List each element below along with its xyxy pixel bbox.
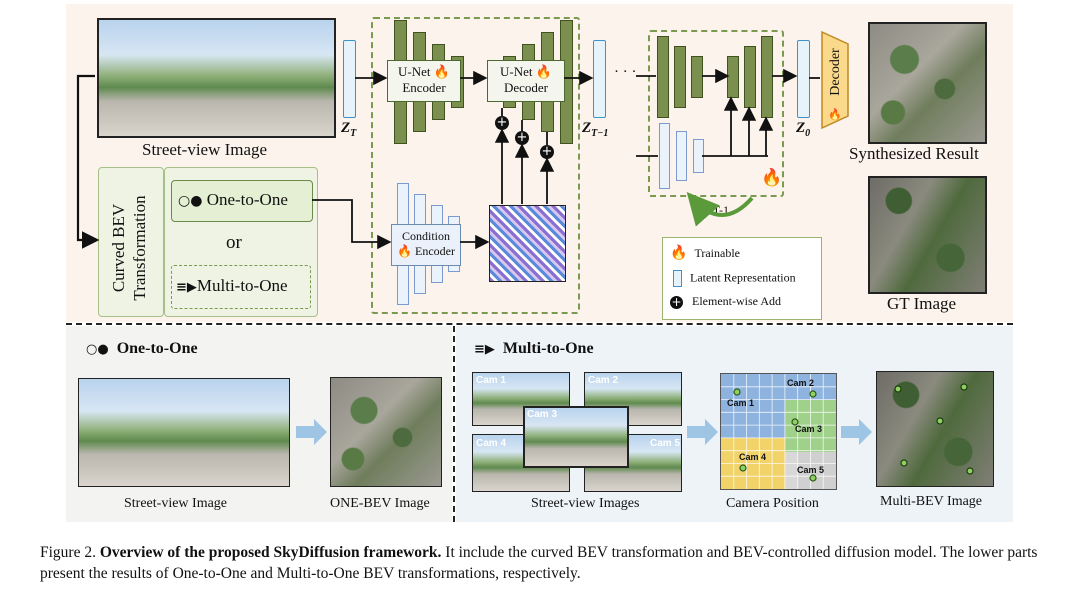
latent-zt <box>343 40 356 118</box>
unet-bar <box>691 56 703 98</box>
latent-icon <box>673 270 682 287</box>
add-icon: + <box>515 130 529 145</box>
multi-to-one-icon: ≡▶ <box>474 342 495 357</box>
condition-encoder-box: Condition 🔥 Encoder <box>391 224 461 266</box>
cam-image <box>523 406 629 468</box>
grid-cam-label: Cam 4 <box>739 452 767 462</box>
one-to-one-icon: ○● <box>86 342 109 357</box>
arrow-right-icon <box>841 419 872 445</box>
grid-cam-label: Cam 1 <box>727 398 755 408</box>
vae-decoder: Decoder 🔥 <box>820 30 850 130</box>
unet-bar <box>674 46 686 108</box>
one-bev-label: ONE-BEV Image <box>330 496 430 511</box>
divider-vertical <box>453 326 455 522</box>
latent-zt1-label: ZT−1 <box>582 120 609 139</box>
one-to-one-street-view <box>78 378 290 487</box>
multi-to-one-icon: ≡▶ <box>176 280 197 295</box>
street-view-label: Street-view Image <box>142 140 268 159</box>
flame-icon: 🔥 <box>761 168 783 187</box>
street-view-image <box>97 18 336 138</box>
cond-bar <box>676 131 687 181</box>
latent-zt-label: ZT <box>341 120 357 139</box>
one-to-one-icon: ○● <box>178 193 203 209</box>
cam-label: Cam 5 <box>650 438 681 449</box>
unet-encoder-box: U-Net 🔥 Encoder <box>387 60 461 102</box>
flame-icon: 🔥 <box>433 64 450 79</box>
divider-horizontal <box>66 323 1013 325</box>
street-view-images-label: Street-view Images <box>531 496 640 511</box>
flame-icon: 🔥 <box>397 244 412 258</box>
gt-image <box>868 176 987 294</box>
legend-add: + Element-wise Add <box>670 294 781 309</box>
curved-bev-box <box>98 167 164 317</box>
unet-dashed-box <box>371 17 580 314</box>
gt-label: GT Image <box>887 294 957 313</box>
or-label: or <box>226 232 242 253</box>
multi-to-one-option-label: ≡▶Multi-to-One <box>176 276 288 295</box>
ellipsis: · · · <box>614 64 637 80</box>
synthesized-image <box>868 22 987 144</box>
grid-cam-label: Cam 3 <box>795 424 823 434</box>
one-to-one-option-label: ○● One-to-One <box>178 190 288 209</box>
unet-bar <box>657 36 669 118</box>
cam-label: Cam 2 <box>588 375 619 386</box>
multi-bev-markers <box>894 383 974 475</box>
camera-position-grid: Cam 1 Cam 2 Cam 3 Cam 4 Cam 5 <box>720 373 837 490</box>
synthesized-label: Synthesized Result <box>849 144 979 163</box>
one-to-one-option <box>171 180 313 222</box>
add-icon: + <box>670 294 683 309</box>
unet-decoder-box: U-Net 🔥 Decoder <box>487 60 565 102</box>
multi-to-one-option <box>171 265 311 309</box>
cam-label: Cam 1 <box>476 375 507 386</box>
cond-bar <box>659 123 670 189</box>
legend-latent: Latent Representation <box>670 270 796 287</box>
multi-bev-label: Multi-BEV Image <box>880 494 983 509</box>
cam-label: Cam 4 <box>476 438 507 449</box>
camera-position-label: Camera Position <box>726 496 819 511</box>
cam-label: Cam 3 <box>527 409 558 420</box>
flame-icon: 🔥 <box>535 64 552 79</box>
multi-to-one-title: ≡▶ Multi-to-One <box>474 340 594 357</box>
one-bev-image <box>330 377 442 487</box>
arrow-right-icon <box>687 419 718 445</box>
latent-z0-label: Z0 <box>796 120 811 139</box>
legend <box>662 237 822 320</box>
flame-icon: 🔥 <box>670 246 688 261</box>
arrow-right-icon <box>296 419 327 445</box>
legend-trainable: 🔥 Trainable <box>670 246 740 261</box>
one-to-one-street-label: Street-view Image <box>124 496 228 511</box>
one-to-one-title: ○● One-to-One <box>86 340 198 357</box>
grid-cam-label: Cam 2 <box>787 378 815 388</box>
add-icon: + <box>540 144 554 159</box>
add-icon: + <box>495 115 509 130</box>
figure-caption: Figure 2. Overview of the proposed SkyDi… <box>40 544 1038 582</box>
grid-cam-label: Cam 5 <box>797 465 825 475</box>
flame-icon: 🔥 <box>828 109 842 121</box>
